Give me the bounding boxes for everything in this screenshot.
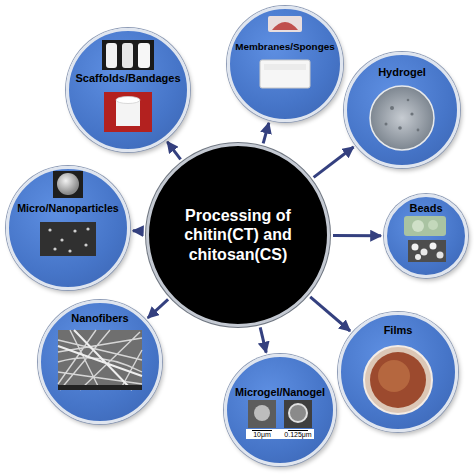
- sem-image: [40, 222, 96, 256]
- process-label: Films: [384, 324, 413, 337]
- process-label: Beads: [409, 202, 442, 215]
- bead: [412, 220, 424, 232]
- process-circle: Hydrogel: [344, 52, 460, 168]
- process-label: Microgel/Nanogel: [235, 386, 325, 399]
- gel-pore: [398, 126, 402, 130]
- scaffold-tube: [106, 43, 117, 68]
- process-label: Scaffolds/Bandages: [75, 72, 180, 85]
- scale-label: 0.125μm: [284, 431, 311, 439]
- process-label: Micro/Nanoparticles: [17, 202, 119, 215]
- nanofiber-sem: [58, 330, 142, 390]
- connector-arrow: [167, 142, 180, 160]
- gel-pore: [407, 99, 410, 102]
- sponge-block: [260, 60, 310, 88]
- cylinder-top: [116, 97, 140, 104]
- scaffold-tube: [122, 43, 133, 68]
- gel-pore: [390, 106, 394, 110]
- process-circle: Beads: [384, 194, 468, 278]
- nanogel-particle: [289, 404, 307, 422]
- particle-sem: [40, 171, 96, 256]
- film-disc: [370, 352, 426, 408]
- nanoparticle: [68, 249, 71, 252]
- scaffold-cylinder: [116, 100, 140, 126]
- scale-bar: [252, 430, 272, 431]
- process-label: Nanofibers: [71, 312, 128, 325]
- microparticle: [57, 173, 79, 195]
- hydrogel-photo: [370, 86, 434, 150]
- sponge-photo: [260, 60, 310, 88]
- nanoparticle: [53, 247, 56, 250]
- center-circle: Processing of chitin(CT) and chitosan(CS…: [146, 143, 330, 327]
- bead: [437, 252, 444, 259]
- gel-pore: [417, 129, 420, 132]
- process-circle: Films: [338, 312, 458, 432]
- process-circle: Membranes/Sponges: [227, 6, 343, 122]
- connector-arrow: [263, 123, 269, 144]
- center-title: Processing of chitin(CT) and chitosan(CS…: [163, 206, 313, 264]
- process-label: Membranes/Sponges: [235, 40, 334, 53]
- nanoparticle: [60, 238, 63, 241]
- membrane-photo: [268, 16, 302, 32]
- gel-pore: [385, 123, 388, 126]
- bead: [430, 243, 437, 250]
- microgel-particle: [254, 405, 270, 421]
- nanoparticle: [86, 227, 89, 230]
- petri-dish: [364, 346, 432, 414]
- connector-arrow: [260, 327, 266, 352]
- connector-arrow: [310, 297, 350, 331]
- connector-arrow: [148, 299, 168, 318]
- sem-image: [248, 400, 276, 428]
- bead: [421, 249, 428, 256]
- process-circle: Scaffolds/Bandages: [66, 28, 190, 152]
- photo-background: [104, 92, 152, 132]
- nanoparticle: [84, 243, 87, 246]
- membrane-shape: [272, 22, 298, 30]
- sponge-shade: [264, 64, 306, 70]
- scale-bar: [288, 430, 308, 431]
- bead-photo-top: [404, 216, 446, 236]
- process-circle: Micro/Nanoparticles: [6, 166, 130, 290]
- bead-photo-bottom: [408, 240, 446, 262]
- gel-pore: [410, 112, 413, 115]
- hydrogel-disc: [370, 86, 434, 150]
- nanoparticle: [73, 229, 76, 232]
- process-label: Hydrogel: [378, 66, 426, 79]
- fiber-strands: [58, 330, 142, 390]
- sem-image: [58, 330, 142, 390]
- process-circle: Microgel/Nanogel: [224, 354, 336, 466]
- sem-image: [53, 171, 83, 198]
- bead: [428, 220, 438, 230]
- film-highlight: [378, 360, 410, 392]
- bead: [412, 244, 419, 251]
- scale-strip: [246, 429, 314, 439]
- bead: [415, 254, 421, 260]
- fiber-strands: [58, 330, 142, 390]
- nanoparticle: [48, 228, 51, 231]
- scaffold-tube: [138, 43, 150, 68]
- connector-arrow: [314, 147, 354, 177]
- bandage-photo: [104, 92, 152, 132]
- scale-label: 10μm: [253, 431, 271, 439]
- photo-frame: [268, 16, 302, 32]
- microgel-sem: [246, 400, 314, 439]
- sem-image: [284, 400, 312, 428]
- scaffold-photo: [102, 40, 154, 70]
- connector-arrow: [333, 234, 381, 237]
- film-photo: [364, 346, 432, 414]
- sem-info-bar: [58, 385, 142, 390]
- process-circle: Nanofibers: [38, 300, 162, 424]
- photo-background: [102, 40, 154, 70]
- connector-arrow: [133, 229, 143, 232]
- beads-photo: [404, 216, 446, 262]
